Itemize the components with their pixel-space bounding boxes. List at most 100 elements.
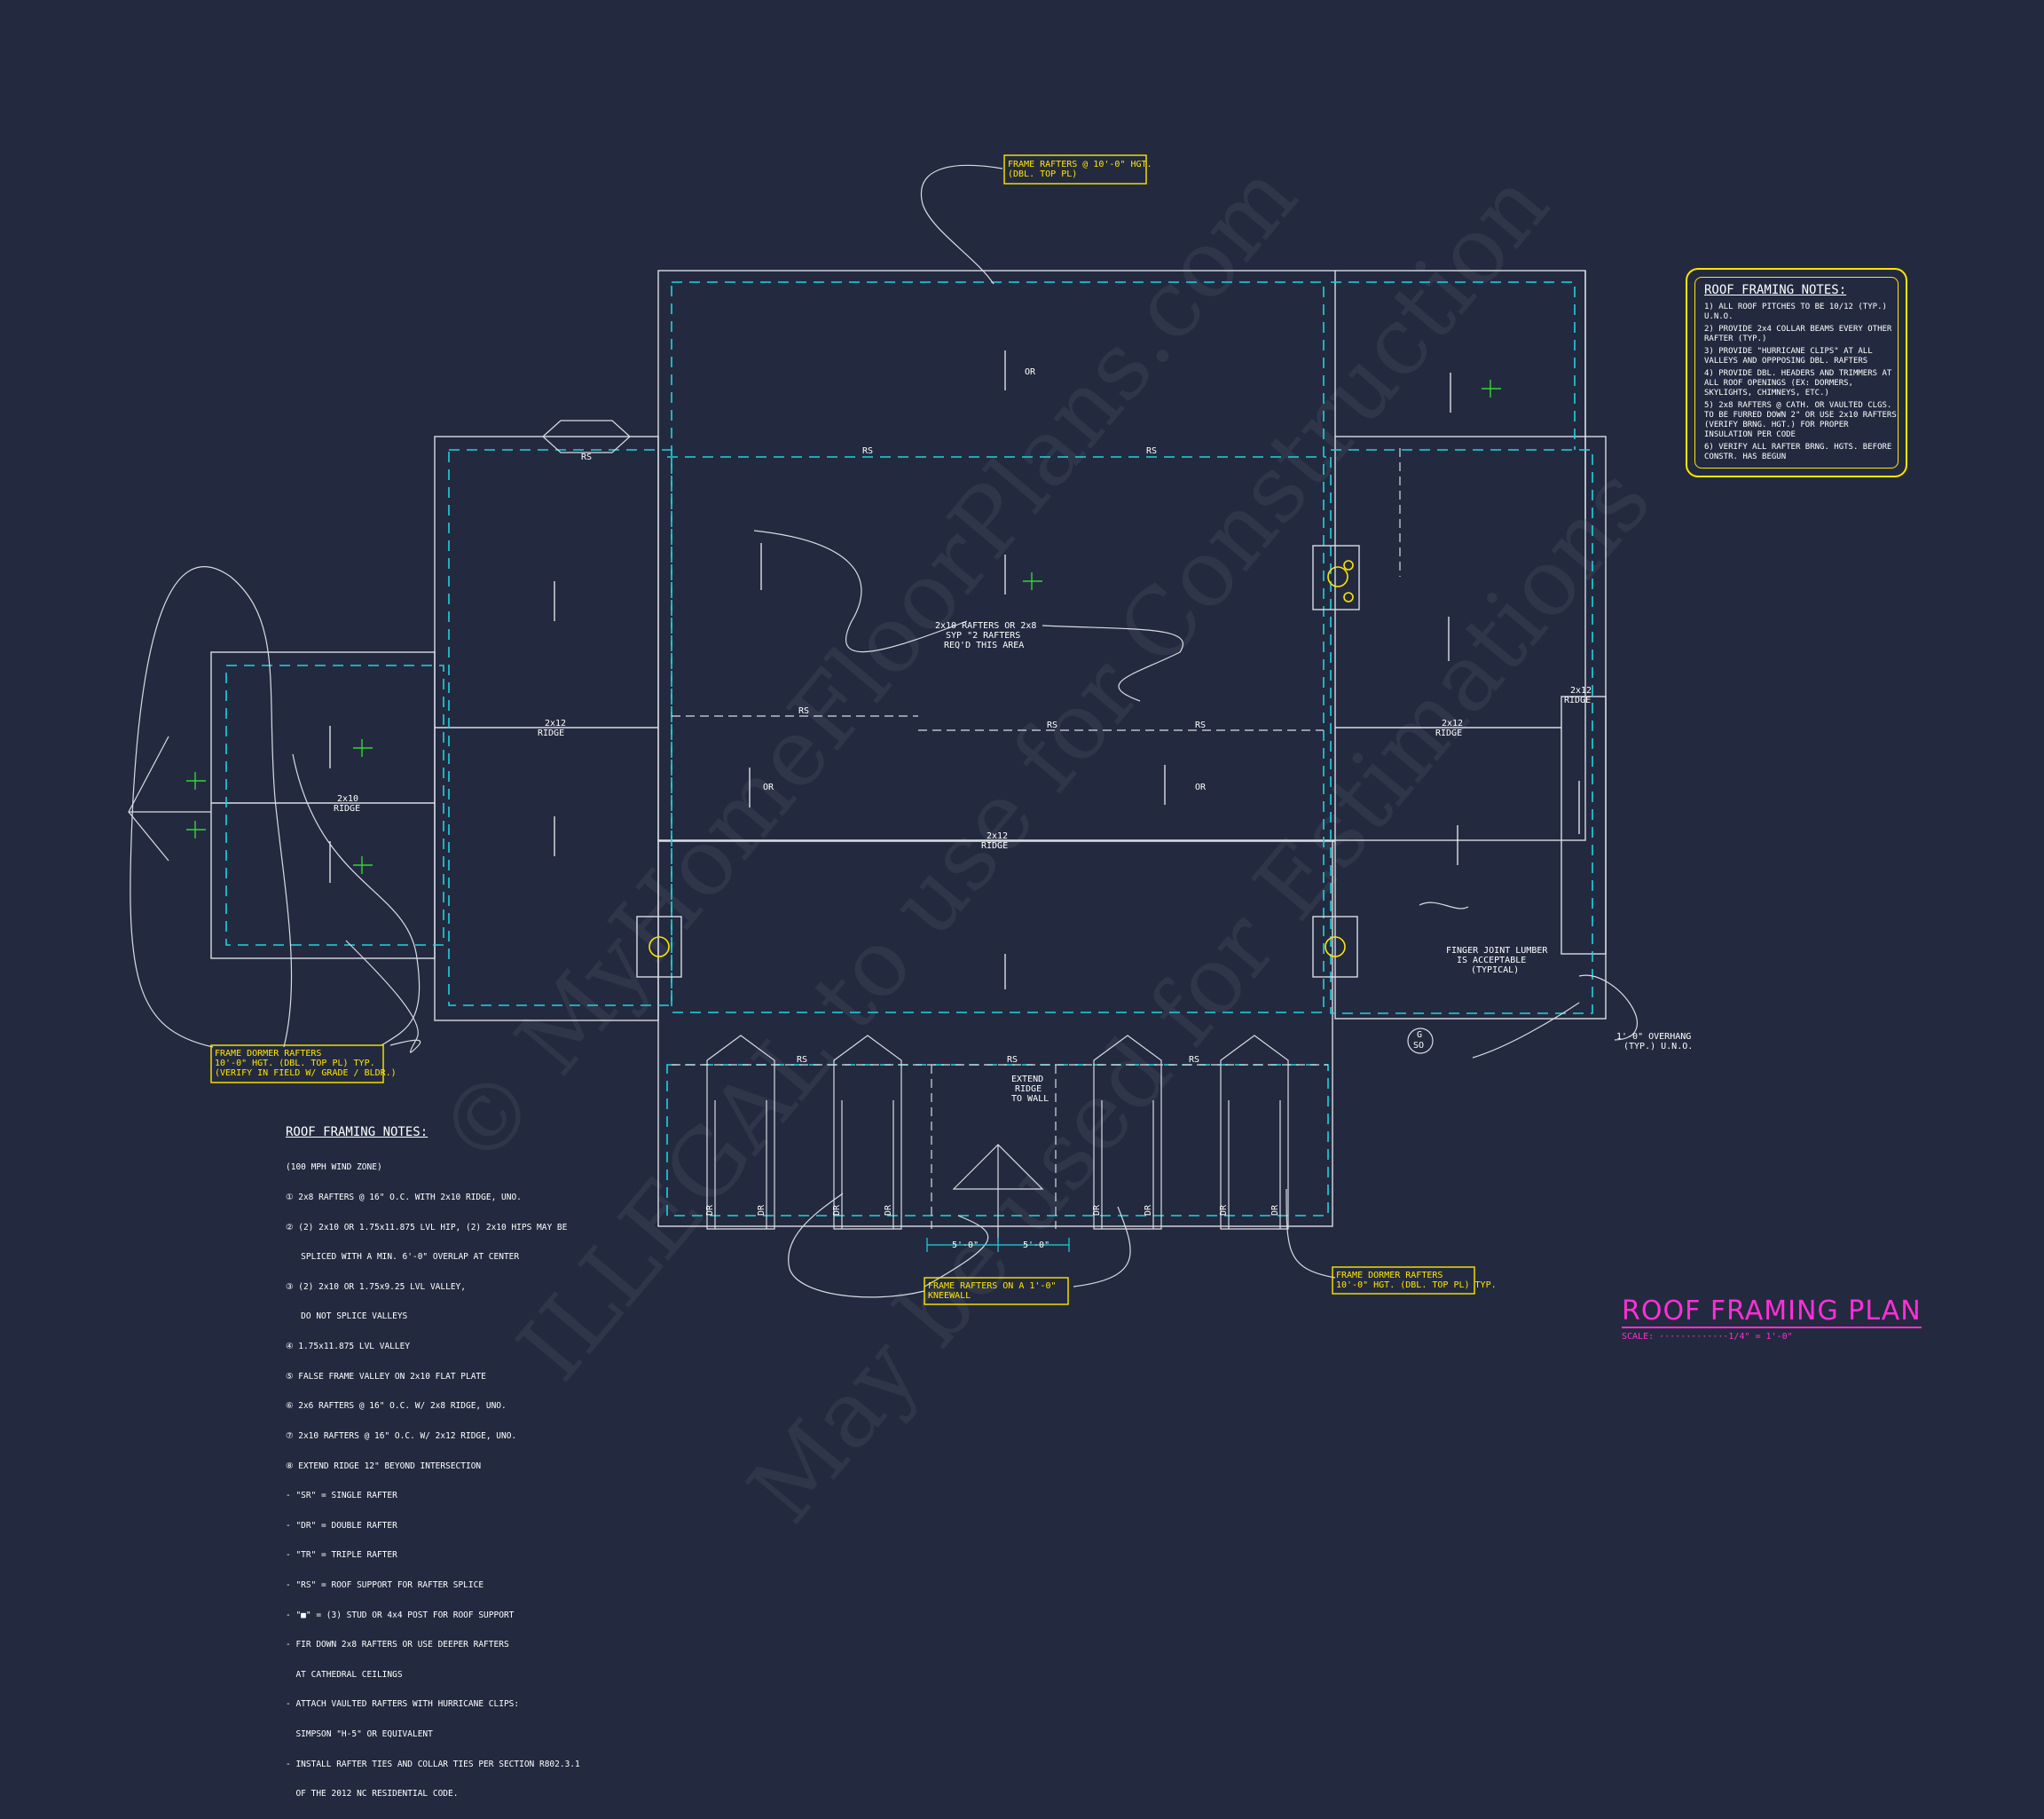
gs-symbol-label: G xyxy=(1417,1030,1422,1040)
rs-label: RS xyxy=(1189,1055,1199,1065)
drawing-title: ROOF FRAMING PLAN xyxy=(1622,1295,1922,1328)
kneewall-callout-line: FRAME RAFTERS ON A 1'-0" xyxy=(928,1281,1057,1291)
ridge-label: RIDGE xyxy=(334,804,360,814)
rs-label: RS xyxy=(797,1055,807,1065)
legend-item: (100 MPH WIND ZONE) xyxy=(286,1162,382,1173)
overhang-note: (TYP.) U.N.O. xyxy=(1623,1042,1693,1051)
legend-item: - "■" = (3) STUD OR 4x4 POST FOR ROOF SU… xyxy=(286,1610,515,1620)
dr-label: DR xyxy=(1144,1204,1153,1216)
legend-item: SIMPSON "H-5" OR EQUIVALENT xyxy=(286,1728,433,1739)
chimney-flues xyxy=(649,560,1354,957)
ridge-size-label: 2x12 xyxy=(987,831,1008,841)
legend-item: ④ 1.75x11.875 LVL VALLEY xyxy=(286,1342,411,1352)
legend-item: - INSTALL RAFTER TIES AND COLLAR TIES PE… xyxy=(286,1759,580,1769)
rs-label: RS xyxy=(1047,721,1057,730)
wall-lines xyxy=(225,281,1593,1217)
leader-lines xyxy=(130,164,1638,1298)
drawing-title-block: ROOF FRAMING PLAN SCALE: ·············1/… xyxy=(1622,1295,1922,1342)
kneewall-dimension xyxy=(926,1238,1070,1252)
or-label: OR xyxy=(763,783,774,792)
rafters-area-note: REQ'D THIS AREA xyxy=(944,641,1024,650)
legend-list: (100 MPH WIND ZONE) ① 2x8 RAFTERS @ 16" … xyxy=(286,1143,580,1819)
roof-framing-notes-box: ROOF FRAMING NOTES: 1) ALL ROOF PITCHES … xyxy=(1686,268,1907,477)
legend-item: - "SR" = SINGLE RAFTER xyxy=(286,1491,397,1501)
notes-box-item: 2) PROVIDE 2x4 COLLAR BEAMS EVERY OTHER … xyxy=(1704,325,1892,343)
legend-item: ⑧ EXTEND RIDGE 12" BEYOND INTERSECTION xyxy=(286,1461,482,1471)
legend-item: AT CATHEDRAL CEILINGS xyxy=(286,1669,403,1680)
extend-ridge-note: TO WALL xyxy=(1011,1094,1049,1104)
dr-label: DR xyxy=(884,1204,893,1216)
legend-item: ⑥ 2x6 RAFTERS @ 16" O.C. W/ 2x8 RIDGE, U… xyxy=(286,1401,507,1412)
dr-label: DR xyxy=(1270,1204,1280,1216)
dormer-left-callout-line: (VERIFY IN FIELD W/ GRADE / BLDR.) xyxy=(215,1068,397,1078)
notes-box-item: 3) PROVIDE "HURRICANE CLIPS" AT ALL VALL… xyxy=(1704,347,1873,366)
dr-labels: DR DR DR DR DR DR DR DR xyxy=(705,1204,1280,1216)
dr-label: DR xyxy=(705,1204,715,1216)
or-label: OR xyxy=(1025,367,1036,377)
kneewall-callout-line: KNEEWALL xyxy=(928,1291,971,1301)
legend-item: SPLICED WITH A MIN. 6'-0" OVERLAP AT CEN… xyxy=(286,1252,520,1263)
ridge-size-label: 2x10 xyxy=(337,794,358,804)
legend-item: ⑦ 2x10 RAFTERS @ 16" O.C. W/ 2x12 RIDGE,… xyxy=(286,1430,517,1441)
dr-label: DR xyxy=(1092,1204,1102,1216)
overhang-note: 1'-0" OVERHANG xyxy=(1616,1032,1691,1042)
drawing-scale: SCALE: ·············1/4" = 1'-0" xyxy=(1622,1332,1793,1342)
dr-label: DR xyxy=(832,1204,842,1216)
gs-symbol-label: SO xyxy=(1413,1041,1424,1051)
pitch-markers xyxy=(186,380,1501,874)
finger-joint-note: FINGER JOINT LUMBER xyxy=(1446,946,1548,956)
ridge-label: RIDGE xyxy=(538,728,564,738)
legend-item: - ATTACH VAULTED RAFTERS WITH HURRICANE … xyxy=(286,1699,520,1710)
roof-framing-legend: ROOF FRAMING NOTES: (100 MPH WIND ZONE) … xyxy=(286,1125,580,1819)
roof-framing-plan-drawing: RS RS RS RS RS RS RS RS RS 2x12 RIDGE 2x… xyxy=(128,154,1693,1305)
rs-label: RS xyxy=(1146,446,1157,456)
legend-item: - "TR" = TRIPLE RAFTER xyxy=(286,1550,397,1561)
ridge-size-label: 2x12 xyxy=(1570,686,1592,696)
gs-symbol xyxy=(1407,1028,1434,1054)
top-callout-line: (DBL. TOP PL) xyxy=(1008,169,1077,179)
top-callout-line: FRAME RAFTERS @ 10'-0" HGT. xyxy=(1008,160,1152,169)
dormer-left-callout-line: 10'-0" HGT. (DBL. TOP PL) TYP. xyxy=(215,1059,375,1068)
finger-joint-note: IS ACCEPTABLE xyxy=(1457,956,1526,965)
notes-box-item: 6) VERIFY ALL RAFTER BRNG. HGTS. BEFORE … xyxy=(1704,443,1892,461)
rs-label: RS xyxy=(862,446,873,456)
rafters-area-note: SYP "2 RAFTERS xyxy=(946,631,1020,641)
notes-box-list: 1) ALL ROOF PITCHES TO BE 10/12 (TYP.) U… xyxy=(1704,303,1898,462)
rs-label: RS xyxy=(1195,721,1206,730)
notes-box-item: 4) PROVIDE DBL. HEADERS AND TRIMMERS AT … xyxy=(1704,369,1892,398)
legend-item: DO NOT SPLICE VALLEYS xyxy=(286,1311,408,1322)
ridge-size-label: 2x12 xyxy=(545,719,566,728)
extend-ridge-note: RIDGE xyxy=(1015,1084,1042,1094)
legend-item: ② (2) 2x10 OR 1.75x11.875 LVL HIP, (2) 2… xyxy=(286,1222,568,1232)
dimension-label: 5'-0" xyxy=(1023,1240,1050,1250)
finger-joint-note: (TYPICAL) xyxy=(1471,965,1519,975)
dr-label: DR xyxy=(1219,1204,1229,1216)
legend-title: ROOF FRAMING NOTES: xyxy=(286,1125,428,1139)
legend-item: - "RS" = ROOF SUPPORT FOR RAFTER SPLICE xyxy=(286,1579,484,1590)
notes-box-item: 1) ALL ROOF PITCHES TO BE 10/12 (TYP.) U… xyxy=(1704,303,1887,321)
dr-label: DR xyxy=(757,1204,766,1216)
notes-box-title: ROOF FRAMING NOTES: xyxy=(1704,283,1847,297)
ridge-label: RIDGE xyxy=(1564,696,1591,705)
dormer-left-callout-line: FRAME DORMER RAFTERS xyxy=(215,1049,321,1059)
legend-item: ③ (2) 2x10 OR 1.75x9.25 LVL VALLEY, xyxy=(286,1281,466,1292)
ridge-label: RIDGE xyxy=(1435,728,1462,738)
plan-labels: RS RS RS RS RS RS RS RS RS 2x12 RIDGE 2x… xyxy=(334,367,1693,1250)
roof-outline xyxy=(210,270,1607,1227)
chimneys xyxy=(636,545,1360,978)
legend-item: ① 2x8 RAFTERS @ 16" O.C. WITH 2x10 RIDGE… xyxy=(286,1193,522,1203)
dormer-gables xyxy=(128,420,1289,1242)
notes-box-item: 5) 2x8 RAFTERS @ CATH. OR VAULTED CLGS. … xyxy=(1704,401,1897,439)
dimension-label: 5'-0" xyxy=(952,1240,979,1250)
rafter-arrows xyxy=(329,350,1580,989)
or-label: OR xyxy=(1195,783,1207,792)
ridge-size-label: 2x12 xyxy=(1442,719,1463,728)
rs-label: RS xyxy=(798,706,809,716)
rs-support-lines xyxy=(672,448,1401,1229)
callout-texts: FRAME RAFTERS @ 10'-0" HGT. (DBL. TOP PL… xyxy=(215,160,1497,1301)
legend-item: OF THE 2012 NC RESIDENTIAL CODE. xyxy=(286,1789,459,1799)
legend-item: - FIR DOWN 2x8 RAFTERS OR USE DEEPER RAF… xyxy=(286,1640,509,1650)
rs-label: RS xyxy=(581,453,592,462)
dormer-right-callout-line: FRAME DORMER RAFTERS xyxy=(1336,1271,1443,1280)
legend-item: ⑤ FALSE FRAME VALLEY ON 2x10 FLAT PLATE xyxy=(286,1371,486,1382)
